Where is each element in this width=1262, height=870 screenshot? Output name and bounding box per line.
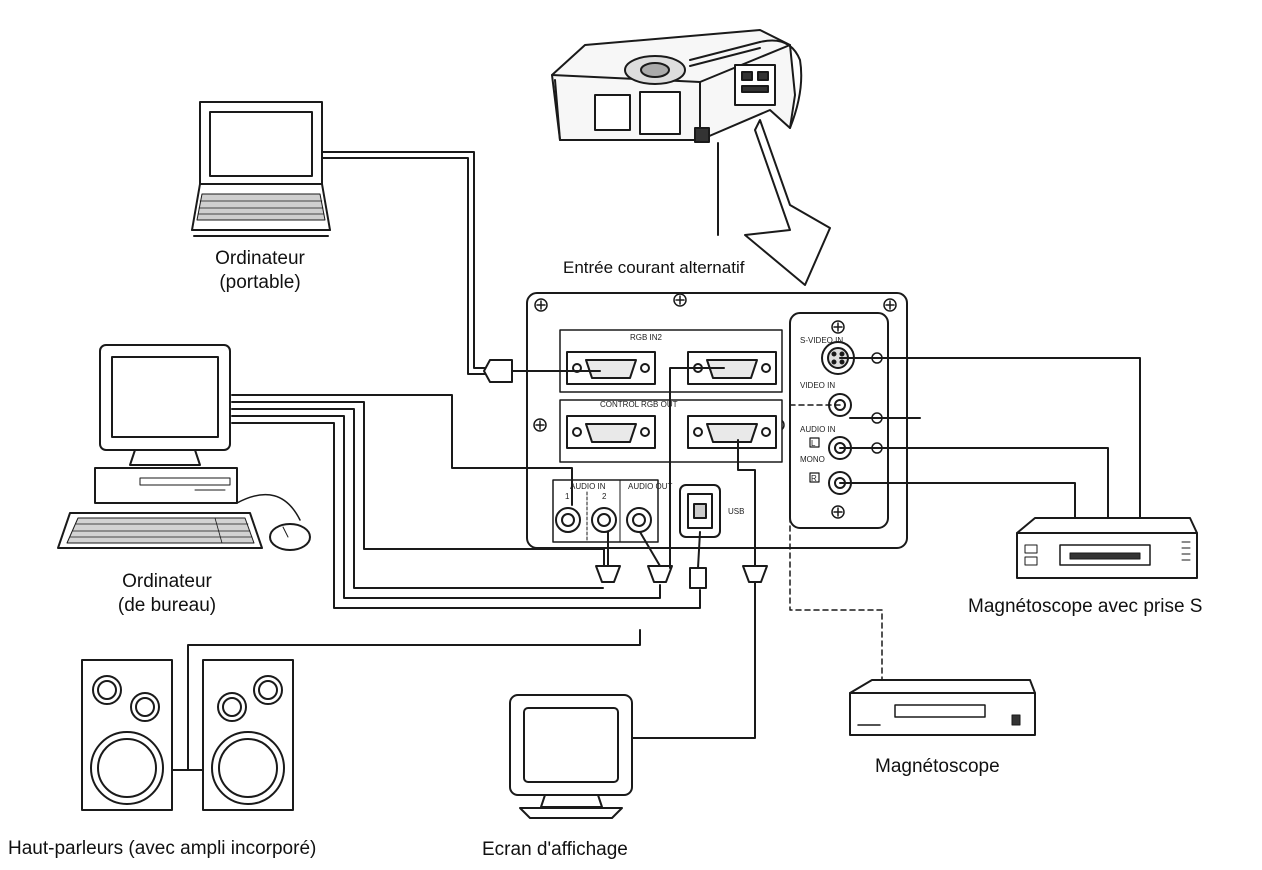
ac-input-label: Entrée courant alternatif [563,258,745,277]
audio-out-jack [626,507,652,533]
speakers-label: Haut-parleurs (avec ampli incorporé) [8,838,317,859]
desktop-computer [57,344,311,551]
desktop-cable-bundle [231,394,701,609]
vcr [849,679,1036,736]
svg-text:S-VIDEO IN: S-VIDEO IN [800,336,843,345]
speaker-cable [187,629,641,771]
svg-text:2: 2 [602,492,607,501]
monitor-cable [737,439,756,567]
laptop-rgb-cable [321,151,491,375]
audio-plug-icon [595,565,621,583]
speaker-right [202,659,294,811]
svg-text:AUDIO OUT: AUDIO OUT [628,482,673,491]
zoom-arrow-icon [744,119,831,286]
svg-text:RGB IN2: RGB IN2 [630,333,663,342]
svg-text:L: L [811,439,816,448]
audio-in-1-jack [555,507,581,533]
vcr-label: Magnétoscope [875,756,1000,777]
svg-text:USB: USB [728,507,744,516]
speaker-left [81,659,173,811]
svideo-vcr-label: Magnétoscope avec prise S [968,596,1203,617]
rgb-in-cable-2 [669,367,725,569]
projector [551,29,803,143]
svg-text:R: R [811,474,817,483]
svideo-vcr [1016,517,1198,579]
monitor-plug-icon [742,565,768,583]
vcr-video-cable [789,404,883,681]
laptop-label: Ordinateur (portable) [215,248,305,293]
rgb-in-port-1 [566,351,656,385]
svideo-cables [839,357,1141,519]
svg-text:VIDEO IN: VIDEO IN [800,381,835,390]
rear-panel: RGB IN2 CONTROL RGB OUT AUDIO I [526,292,908,549]
control-port [566,415,656,449]
svideo-in-jack [821,341,855,375]
desktop-label: Ordinateur (de bureau) [117,571,217,616]
svg-text:AUDIO IN: AUDIO IN [570,482,606,491]
laptop [191,101,331,237]
svg-text:AUDIO IN: AUDIO IN [800,425,836,434]
svg-text:CONTROL RGB OUT: CONTROL RGB OUT [600,400,678,409]
vga-plug-icon [483,359,513,383]
display-label: Ecran d'affichage [482,839,628,860]
usb-plug-icon [689,567,707,589]
svg-text:MONO: MONO [800,455,825,464]
display-monitor [509,694,633,819]
usb-port: USB [679,484,744,538]
audio-plug-icon [647,565,673,583]
audio-in-2-jack [591,507,617,533]
svg-text:1: 1 [565,492,570,501]
rgb-out-port [687,415,777,449]
